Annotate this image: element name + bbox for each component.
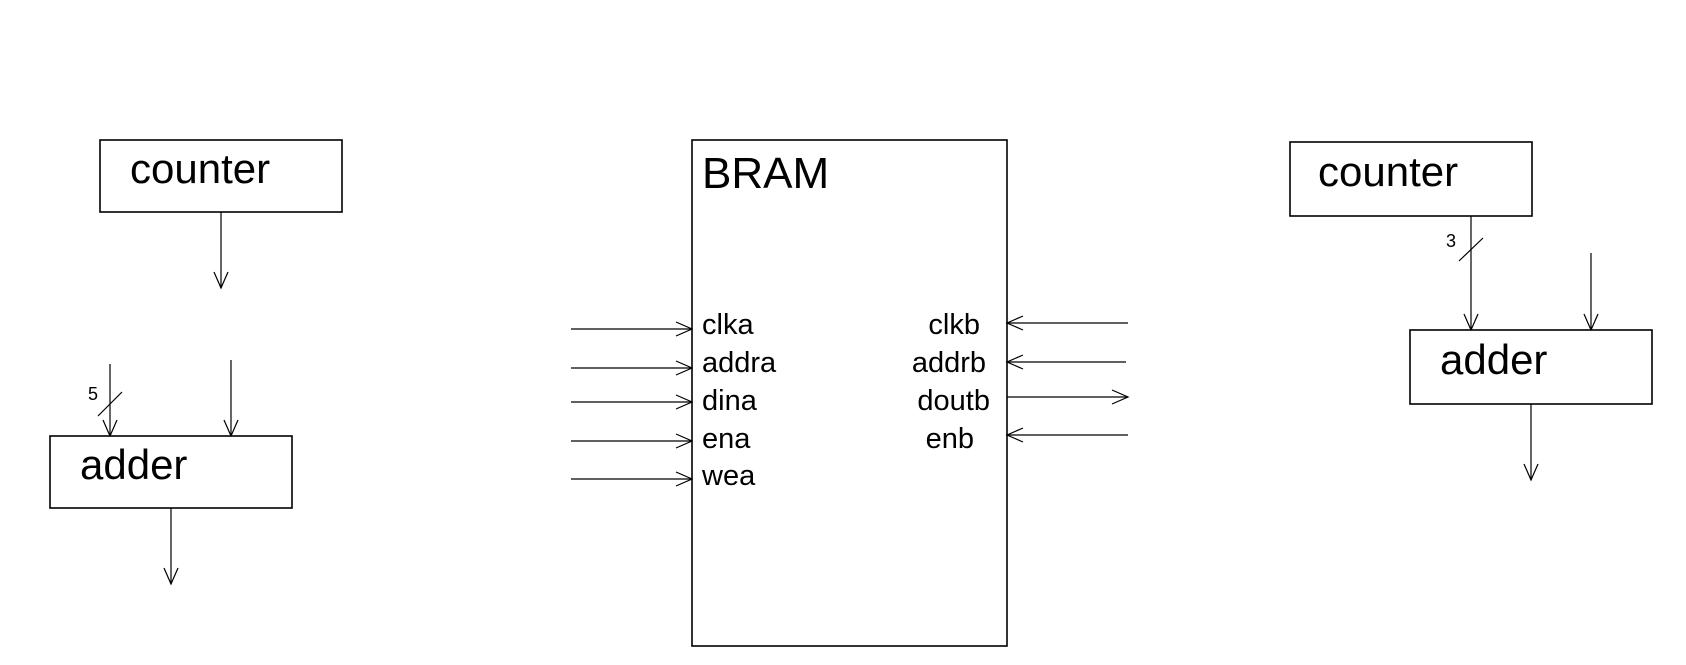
right-counter-box	[1289, 141, 1533, 217]
port-addrb-label: addrb	[912, 347, 986, 379]
left-bus-width-slash	[97, 391, 123, 417]
right-bus-width-slash	[1458, 237, 1484, 262]
left-counter-label: counter	[130, 145, 270, 192]
port-enb-label: enb	[926, 423, 974, 455]
right-bus-width-label: 3	[1446, 231, 1456, 251]
left-adder-label: adder	[80, 441, 187, 488]
bram-box	[691, 139, 1008, 647]
left-bus-width-label: 5	[88, 384, 98, 404]
left-group: counter 5 adder	[49, 139, 343, 586]
port-addra-label: addra	[702, 347, 777, 379]
port-clkb-label: clkb	[928, 309, 980, 341]
port-ena-label: ena	[702, 423, 751, 455]
port-doutb-label: doutb	[917, 385, 990, 417]
port-wea-label: wea	[701, 460, 756, 492]
right-counter-label: counter	[1318, 148, 1458, 195]
bram-group: BRAM clka addra dina ena wea clkb addrb …	[571, 139, 1130, 647]
bram-title: BRAM	[702, 149, 829, 198]
port-clka-label: clka	[702, 309, 754, 341]
left-counter-box	[99, 139, 343, 213]
right-group: counter 3 adder	[1289, 141, 1653, 482]
right-adder-label: adder	[1440, 336, 1547, 383]
right-adder-box	[1409, 329, 1653, 405]
port-dina-label: dina	[702, 385, 758, 417]
